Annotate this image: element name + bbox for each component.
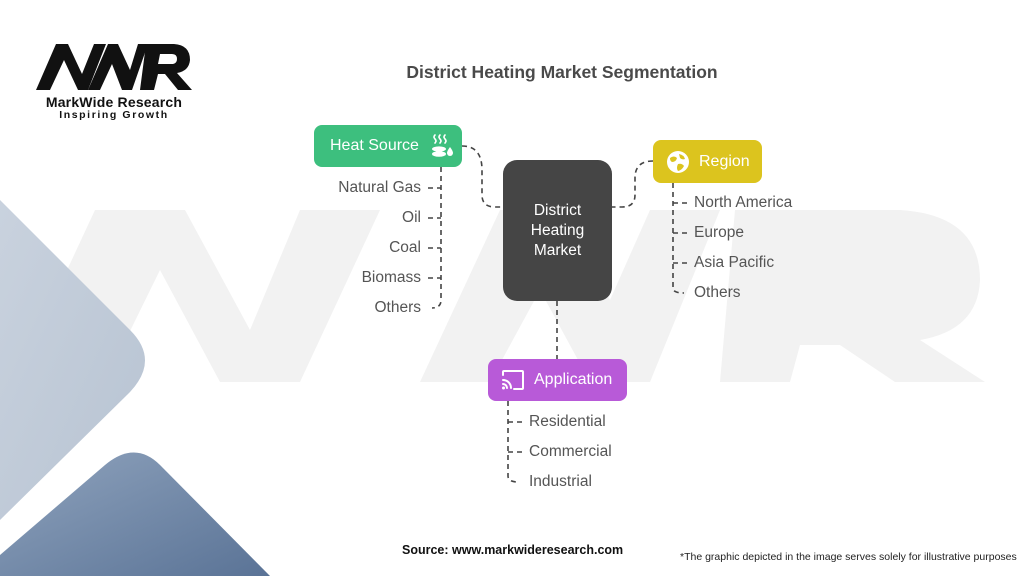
- region-item: Asia Pacific: [694, 254, 775, 271]
- heat-source-item: Oil: [402, 209, 421, 226]
- heat-source-icon: [431, 134, 453, 157]
- cast-icon: [502, 370, 524, 390]
- logo-name: MarkWide Research: [45, 94, 183, 110]
- region-item: Europe: [694, 224, 744, 241]
- heat-source-item: Biomass: [361, 269, 421, 286]
- heat-source-label: Heat Source: [330, 137, 419, 154]
- center-line-3: Market: [533, 241, 582, 259]
- page-title: District Heating Market Segmentation: [406, 62, 718, 82]
- application-item: Commercial: [529, 443, 612, 460]
- region-item: North America: [694, 194, 793, 211]
- application-node: Application: [488, 359, 627, 401]
- logo: MarkWide Research Inspiring Growth: [34, 40, 194, 121]
- application-item: Residential: [529, 413, 606, 430]
- heat-source-node: Heat Source: [314, 125, 462, 167]
- center-line-1: District: [533, 201, 582, 219]
- heat-source-item: Natural Gas: [338, 179, 421, 196]
- source-text: Source: www.markwideresearch.com: [402, 543, 624, 557]
- disclaimer-text: *The graphic depicted in the image serve…: [680, 551, 1017, 563]
- center-line-2: Heating: [530, 221, 585, 239]
- region-item: Others: [694, 284, 741, 301]
- region-node: Region: [653, 140, 762, 183]
- heat-source-item: Others: [374, 299, 421, 316]
- mwr-logo-mark-icon: [36, 44, 192, 90]
- heat-source-item: Coal: [389, 239, 421, 256]
- globe-icon: [667, 150, 689, 173]
- application-label: Application: [534, 371, 613, 388]
- center-node: District Heating Market: [503, 160, 612, 301]
- logo-tagline: Inspiring Growth: [59, 109, 169, 121]
- region-label: Region: [699, 152, 750, 170]
- application-item: Industrial: [529, 473, 592, 490]
